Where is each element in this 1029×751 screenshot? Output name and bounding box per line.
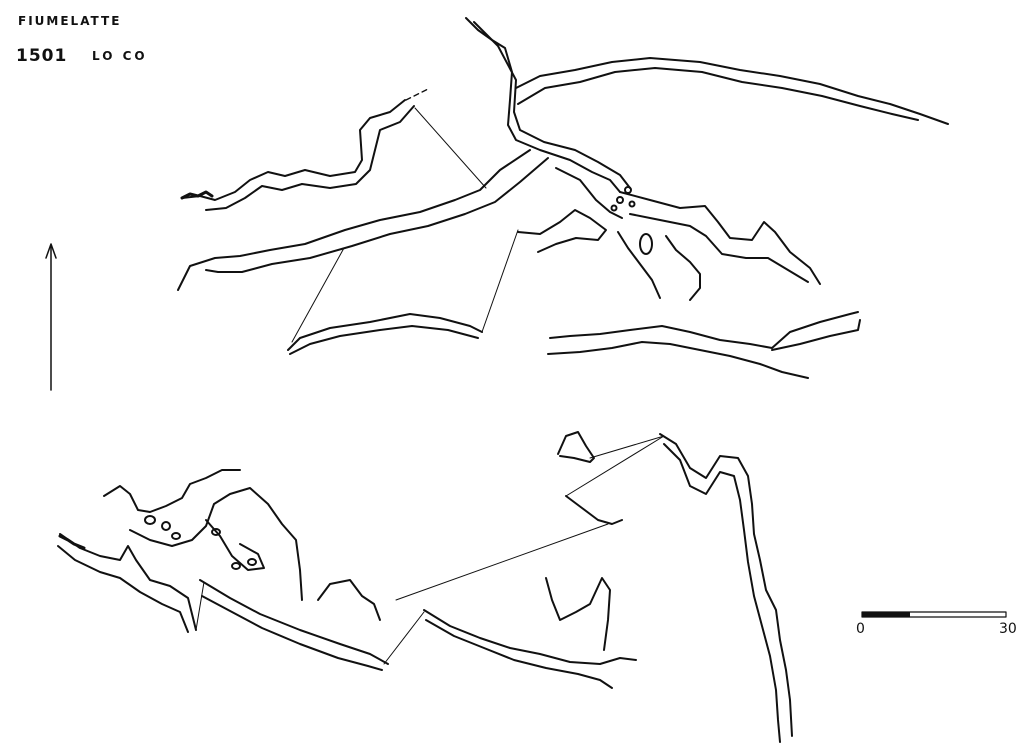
upper-plan-passages: [177, 17, 949, 379]
pillar: [211, 528, 221, 536]
rock-feature: [624, 186, 632, 194]
lower-plan-passages: [57, 431, 793, 743]
scale-min-label: 0: [856, 621, 865, 637]
passage-southeast-gallery-wall: [201, 595, 383, 671]
region-code: LO CO: [92, 49, 148, 63]
rubble: [58, 534, 86, 550]
scale-bar: [861, 611, 1007, 618]
passage-bottom-right-wall: [547, 341, 809, 379]
passage-east-descent-wall: [663, 443, 781, 743]
rock-feature: [610, 204, 618, 212]
pillar: [161, 521, 171, 531]
passage-central-chamber-wall: [555, 167, 623, 219]
passage-far-west-wall: [57, 545, 189, 633]
survey-leg-6: [395, 523, 609, 601]
passage-southeast-gallery: [199, 579, 389, 665]
passage-inner-chamber: [617, 231, 661, 299]
passage-small-chamber: [557, 431, 595, 463]
passage-east-branch-wall: [629, 213, 809, 283]
passage-southwest-gallery-wall: [205, 157, 549, 273]
passage-southwest-gallery: [177, 149, 531, 291]
pillar: [144, 515, 156, 525]
survey-leg-3: [481, 229, 519, 333]
rock-feature: [628, 200, 636, 208]
passage-middle-branch: [545, 577, 611, 651]
pillar: [639, 233, 653, 255]
passage-central-chamber: [517, 209, 607, 253]
entrance-dashed: [405, 87, 431, 101]
survey-leg-1: [414, 107, 487, 189]
passage-northeast-wall: [517, 67, 919, 121]
rock-feature: [616, 196, 624, 204]
passage-lower-gallery-wall: [289, 325, 479, 355]
passage-chamber-cluster: [103, 469, 241, 513]
passage-west-upper: [181, 99, 406, 201]
pillar: [171, 532, 181, 540]
cave-number: 1501: [16, 46, 68, 66]
passage-lower-gallery: [287, 313, 483, 351]
passage-far-west: [59, 533, 197, 631]
survey-leg-2: [291, 247, 345, 343]
survey-leg-7: [589, 435, 665, 459]
survey-leg-8: [565, 435, 665, 497]
passage-bottom-right: [549, 311, 859, 349]
passage-side-spur: [317, 579, 381, 621]
survey-leg-4: [195, 581, 205, 631]
survey-leg-5: [383, 611, 425, 665]
north-arrow-icon: [45, 243, 57, 391]
rubble: [180, 190, 214, 200]
scale-max-label: 30: [999, 621, 1017, 637]
passage-inner-chamber-wall: [665, 235, 701, 301]
pillar: [247, 558, 257, 566]
passage-trunk-wall: [473, 21, 631, 189]
passage-east-descent: [659, 433, 793, 737]
map-title: FIUMELATTE: [18, 14, 122, 28]
passage-bottom-right-end: [771, 319, 861, 351]
passage-east-branch: [619, 191, 821, 285]
passage-west-upper-wall: [205, 105, 415, 211]
passage-chamber-cluster-wall: [129, 487, 303, 601]
passage-small-connector: [565, 495, 623, 525]
passage-chamber-loop: [205, 519, 265, 571]
passage-middle-gallery-wall: [425, 619, 613, 689]
pillar: [231, 562, 241, 570]
passage-trunk: [465, 17, 621, 193]
passage-northeast: [515, 57, 949, 125]
passage-middle-gallery: [423, 609, 637, 665]
